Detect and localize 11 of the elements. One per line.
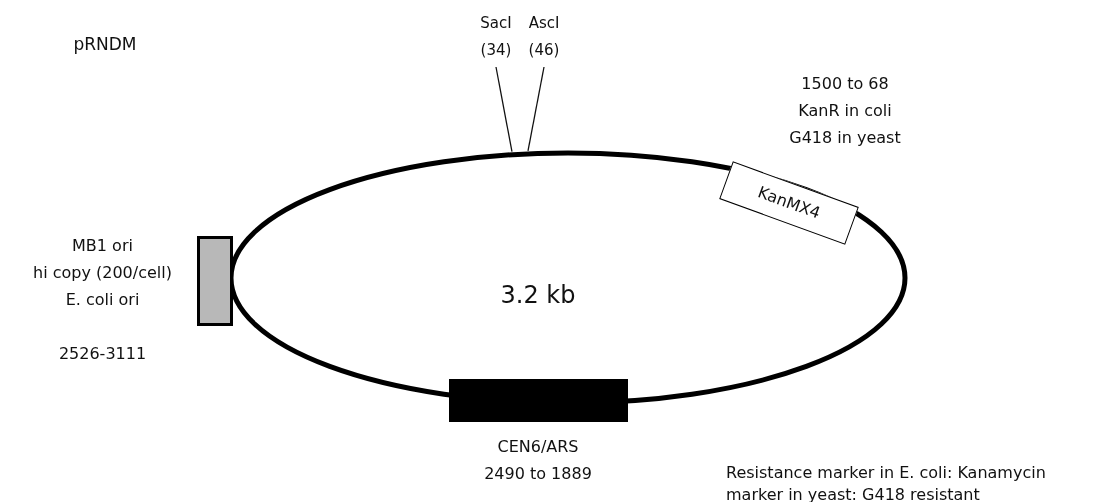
feature-label: 1500 to 68 KanR in coli G418 in yeast: [788, 73, 902, 149]
leader-line: [495, 66, 513, 153]
feature-label: 2526-3111: [57, 343, 148, 365]
feature-label: MB1 ori hi copy (200/cell) E. coli ori: [32, 235, 173, 311]
plasmid-name: pRNDM: [72, 33, 138, 56]
leader-line: [527, 66, 545, 152]
plasmid-size: 3.2 kb: [499, 280, 577, 310]
feature-label: CEN6/ARS 2490 to 1889: [483, 436, 593, 485]
origin-box: [197, 236, 233, 326]
note-text: Resistance marker in E. coli: Kanamycin: [726, 462, 1046, 484]
centromere-bar: [449, 379, 628, 422]
